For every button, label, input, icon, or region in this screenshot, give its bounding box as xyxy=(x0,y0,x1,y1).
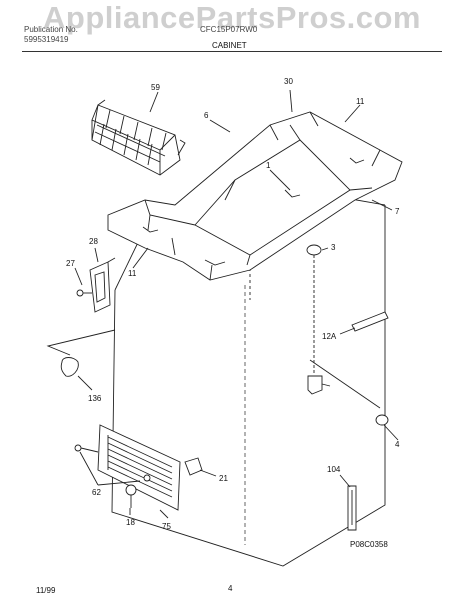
callout-3: 3 xyxy=(331,243,336,252)
callout-75: 75 xyxy=(162,522,171,531)
model-number: CFC15P07RW0 xyxy=(200,25,258,34)
callout-59: 59 xyxy=(151,83,160,92)
watermark-logo: AppliancePartsPros.com xyxy=(43,0,421,35)
header-rule xyxy=(22,51,442,52)
diagram-code: P08C0358 xyxy=(350,540,388,549)
grille xyxy=(97,424,181,511)
callout-7: 7 xyxy=(395,207,400,216)
callout-27: 27 xyxy=(66,259,75,268)
callout-18: 18 xyxy=(126,518,135,527)
callout-104: 104 xyxy=(327,465,341,474)
trim-strip xyxy=(351,311,389,332)
callout-labels: 59 6 30 11 1 7 3 28 27 11 12A 136 4 104 … xyxy=(66,77,400,531)
drain-cap xyxy=(375,414,389,426)
hole-plug xyxy=(306,244,322,256)
footer-date: 11/99 xyxy=(36,586,56,595)
breaker-frame xyxy=(107,111,403,281)
screw-grille xyxy=(143,474,151,482)
callout-30: 30 xyxy=(284,77,293,86)
callout-62: 62 xyxy=(92,488,101,497)
callout-4: 4 xyxy=(395,440,400,449)
hinge-assembly xyxy=(76,257,116,313)
publication-label: Publication No. xyxy=(24,25,78,34)
callout-11-top: 11 xyxy=(356,97,365,106)
leveling-foot xyxy=(125,484,137,496)
wire-basket xyxy=(91,99,186,176)
section-title: CABINET xyxy=(212,41,247,50)
callout-21: 21 xyxy=(219,474,228,483)
drain-tube xyxy=(307,375,323,395)
callout-28: 28 xyxy=(89,237,98,246)
callout-12a: 12A xyxy=(322,332,337,341)
callout-136: 136 xyxy=(88,394,102,403)
callout-6: 6 xyxy=(204,111,209,120)
screw-left xyxy=(74,444,82,452)
drain-plug xyxy=(60,357,79,377)
callout-11-left: 11 xyxy=(128,269,137,278)
relay xyxy=(184,457,203,476)
publication-number: 5995319419 xyxy=(24,35,69,44)
callout-1: 1 xyxy=(266,161,271,170)
page-number: 4 xyxy=(228,584,233,593)
